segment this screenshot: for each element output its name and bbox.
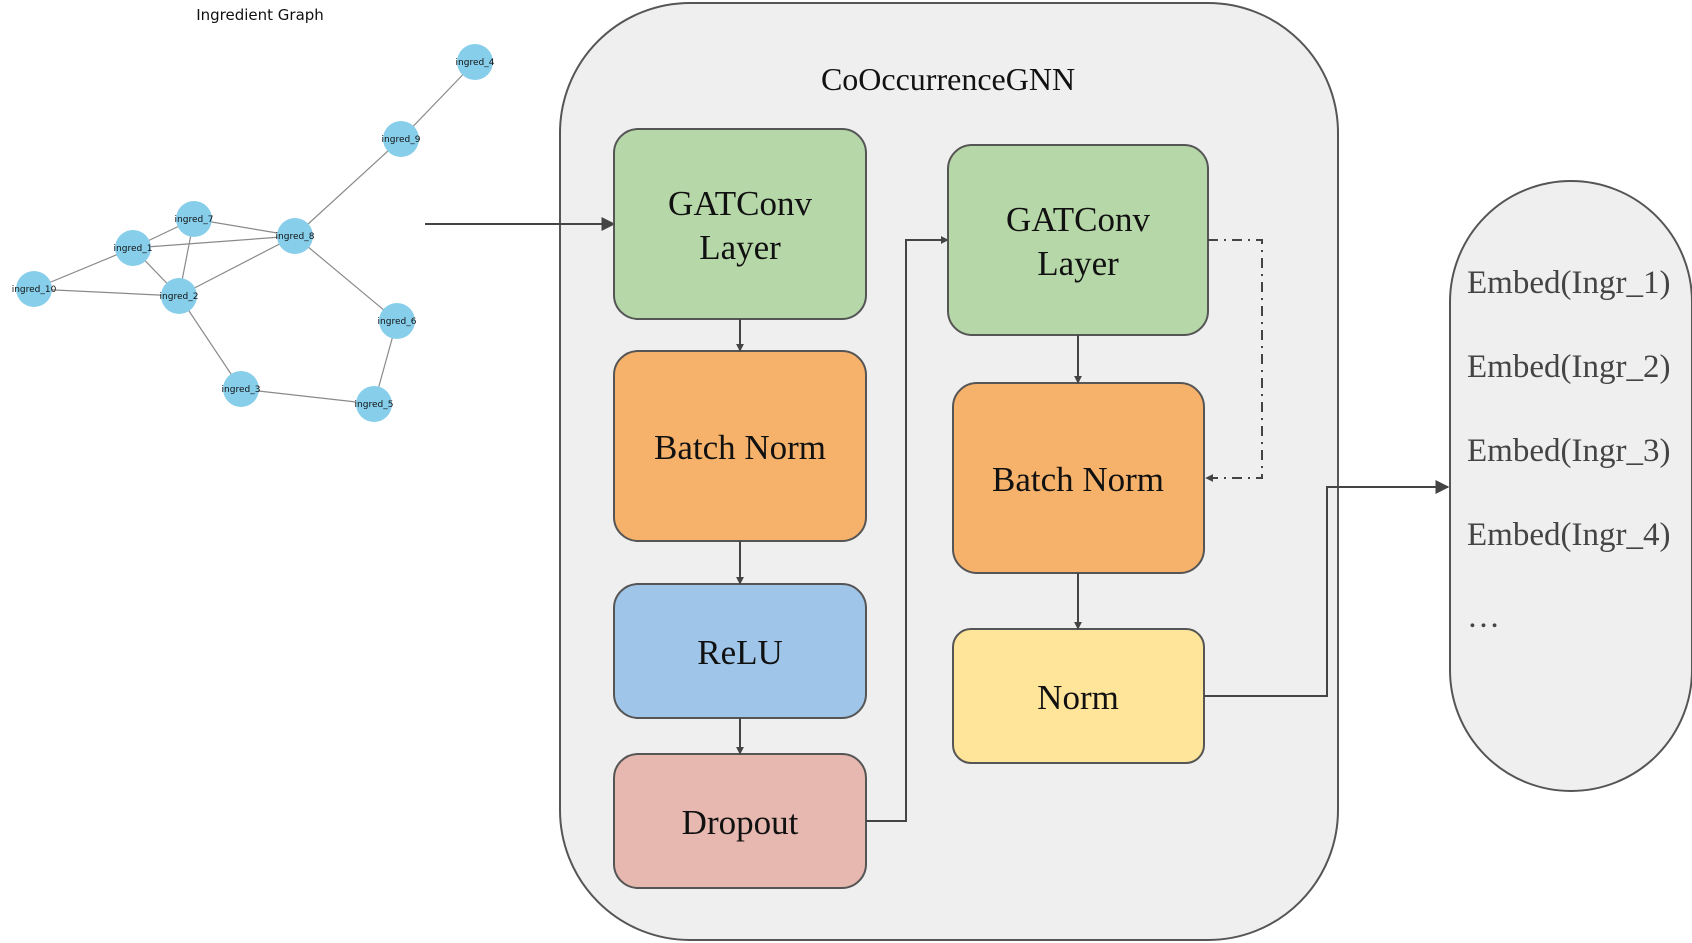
- graph-node: [16, 271, 52, 307]
- embed-item: Embed(Ingr_3): [1467, 433, 1670, 469]
- embed-item-ellipsis: …: [1467, 599, 1500, 635]
- block-label: Layer: [699, 228, 781, 267]
- graph-nodes: ingred_4 ingred_9 ingred_7 ingred_8 ingred_1…: [12, 44, 495, 422]
- graph-node-label: ingred_8: [276, 232, 315, 242]
- graph-edge: [33, 288, 180, 297]
- embed-item: Embed(Ingr_4): [1467, 517, 1670, 553]
- graph-node: [161, 278, 197, 314]
- embed-item: Embed(Ingr_1): [1467, 265, 1670, 301]
- graph-node: [383, 121, 419, 157]
- block-batchnorm-right: Batch Norm: [952, 382, 1205, 574]
- block-label: Layer: [1037, 244, 1119, 283]
- graph-title: Ingredient Graph: [196, 6, 324, 24]
- block-label: Norm: [1037, 678, 1119, 717]
- graph-edges: [33, 61, 476, 405]
- graph-edge: [240, 388, 375, 405]
- residual-connection: [1205, 239, 1263, 482]
- arrow-dropout-to-gat-right: [866, 236, 949, 822]
- graph-node: [356, 386, 392, 422]
- graph-node: [115, 230, 151, 266]
- graph-edge: [294, 138, 402, 237]
- graph-edge: [178, 235, 296, 297]
- block-label: GATConv: [668, 184, 812, 223]
- graph-node: [457, 44, 493, 80]
- embed-item: Embed(Ingr_2): [1467, 349, 1670, 385]
- gnn-title: CoOccurrenceGNN: [821, 61, 1075, 97]
- graph-node-label: ingred_10: [12, 285, 57, 295]
- block-norm: Norm: [952, 628, 1205, 764]
- block-gatconv-right: GATConv Layer: [947, 144, 1209, 336]
- block-label: GATConv: [1006, 200, 1150, 239]
- graph-edge: [294, 235, 398, 322]
- block-label: Batch Norm: [654, 428, 826, 467]
- graph-node: [379, 303, 415, 339]
- graph-node: [223, 371, 259, 407]
- graph-node: [277, 218, 313, 254]
- graph-node-label: ingred_9: [382, 135, 421, 145]
- block-gatconv-left: GATConv Layer: [613, 128, 867, 320]
- graph-node-label: ingred_3: [222, 385, 261, 395]
- block-dropout: Dropout: [613, 753, 867, 889]
- graph-node-label: ingred_7: [175, 215, 214, 225]
- block-batchnorm-left: Batch Norm: [613, 350, 867, 542]
- block-label: ReLU: [697, 633, 783, 672]
- graph-node-label: ingred_5: [355, 400, 394, 410]
- arrow-norm-to-output: [1204, 480, 1450, 697]
- graph-edge: [132, 235, 296, 249]
- block-label: Batch Norm: [992, 460, 1164, 499]
- graph-node-label: ingred_2: [160, 292, 199, 302]
- output-embeddings: [1449, 180, 1692, 792]
- graph-node-label: ingred_1: [114, 244, 153, 254]
- block-relu: ReLU: [613, 583, 867, 719]
- block-label: Dropout: [682, 803, 799, 842]
- graph-node-label: ingred_6: [378, 317, 417, 327]
- graph-node-label: ingred_4: [456, 58, 495, 68]
- graph-node: [176, 201, 212, 237]
- graph-edge: [178, 295, 242, 390]
